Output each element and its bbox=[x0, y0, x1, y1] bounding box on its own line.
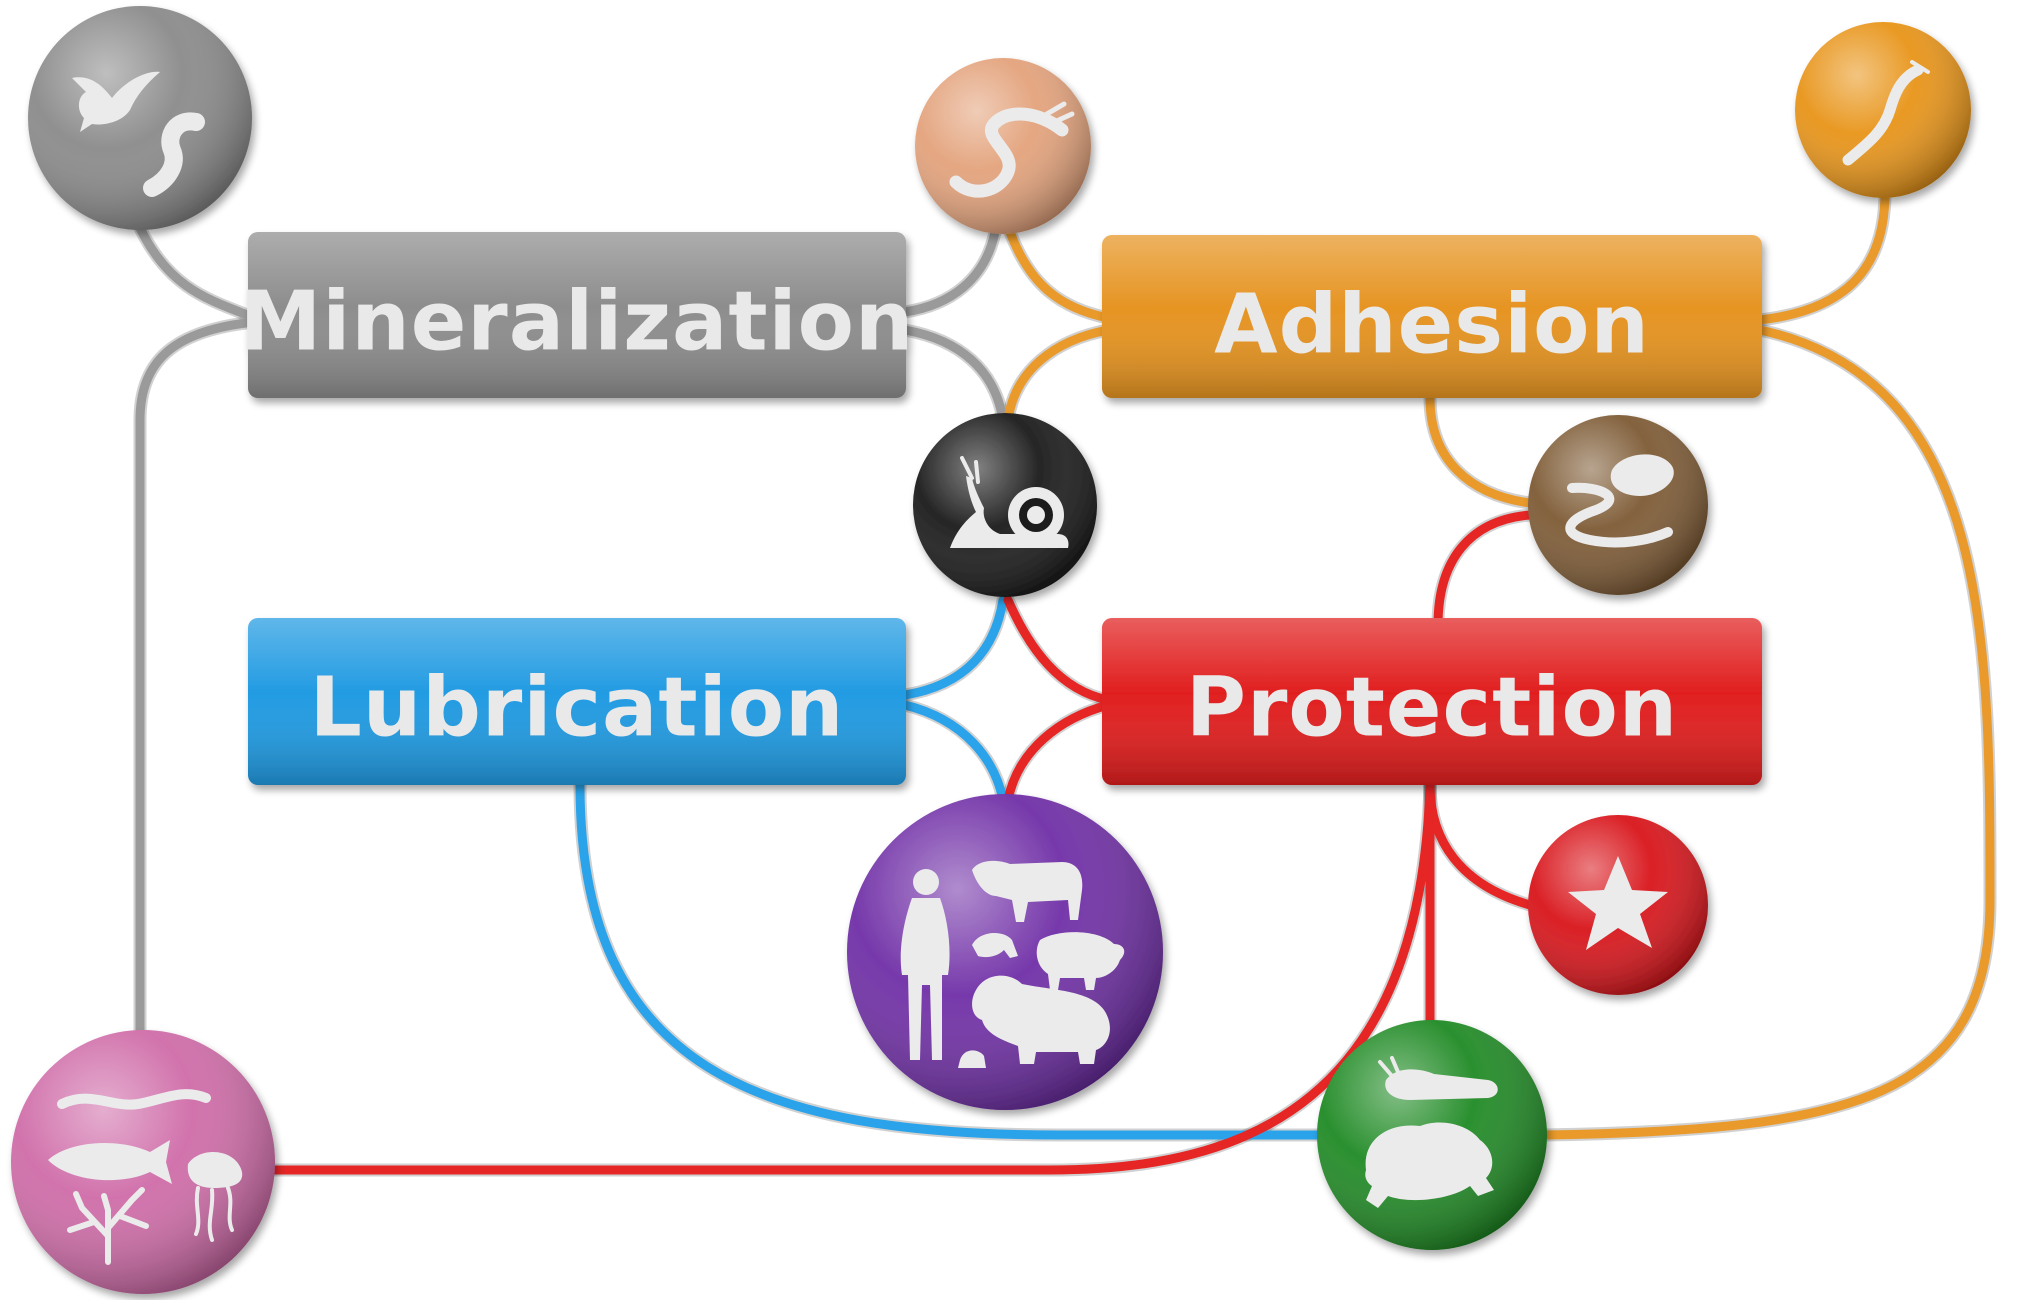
function-label-lubrication: Lubrication bbox=[310, 661, 845, 756]
function-label-protection: Protection bbox=[1186, 661, 1678, 756]
organism-node-mammals bbox=[847, 794, 1163, 1110]
starfish-icon bbox=[1568, 856, 1668, 950]
function-label-adhesion: Adhesion bbox=[1214, 278, 1650, 373]
function-box-adhesion: Adhesion bbox=[1102, 235, 1762, 398]
function-box-protection: Protection bbox=[1102, 618, 1762, 785]
link-lubrication-amphibian bbox=[575, 780, 1325, 1140]
link-protection-snail bbox=[1003, 595, 1113, 705]
earthworm-icon bbox=[1842, 60, 1930, 166]
link-adhesion-worm bbox=[1005, 227, 1113, 323]
link-adhesion-snail bbox=[1003, 325, 1113, 425]
function-label-mineralization: Mineralization bbox=[240, 275, 915, 370]
organism-node-earthworm bbox=[1795, 22, 1971, 198]
link-mineralization-worm bbox=[900, 227, 1000, 317]
function-box-lubrication: Lubrication bbox=[248, 618, 906, 785]
organism-node-snail bbox=[913, 413, 1097, 597]
link-adhesion-earthworm bbox=[1755, 187, 1890, 325]
mussel-worm-icon bbox=[1565, 454, 1674, 548]
mammals-icon bbox=[900, 860, 1125, 1068]
frog-slug-icon bbox=[1365, 1056, 1498, 1208]
bird-worm-icon bbox=[72, 71, 205, 197]
function-box-mineralization: Mineralization bbox=[240, 232, 915, 398]
marine-life-icon bbox=[48, 1089, 243, 1265]
connector-lines bbox=[133, 185, 1997, 1177]
link-protection-mammals bbox=[1003, 700, 1113, 805]
polychaete-worm-icon bbox=[949, 101, 1075, 198]
link-mineralization-snail bbox=[900, 325, 1008, 425]
link-protection-marine bbox=[270, 780, 1435, 1175]
organism-node-starfish bbox=[1528, 815, 1708, 995]
organism-node-worm bbox=[915, 58, 1091, 234]
link-mineralization-bird bbox=[135, 223, 260, 323]
link-protection-starfish bbox=[1425, 780, 1535, 910]
organism-node-bird-worm bbox=[28, 6, 252, 230]
link-lubrication-snail bbox=[900, 595, 1008, 700]
link-protection-mussel bbox=[1433, 510, 1535, 630]
snail-icon bbox=[950, 456, 1069, 548]
link-lubrication-mammals bbox=[900, 700, 1008, 805]
link-mineralization-marine bbox=[135, 317, 260, 1045]
organism-node-mussel-worm bbox=[1528, 415, 1708, 595]
link-adhesion-amphibian bbox=[1540, 325, 1995, 1140]
organism-node-marine bbox=[11, 1030, 275, 1294]
organism-node-amphibian bbox=[1317, 1020, 1547, 1250]
link-adhesion-mussel bbox=[1425, 393, 1535, 508]
